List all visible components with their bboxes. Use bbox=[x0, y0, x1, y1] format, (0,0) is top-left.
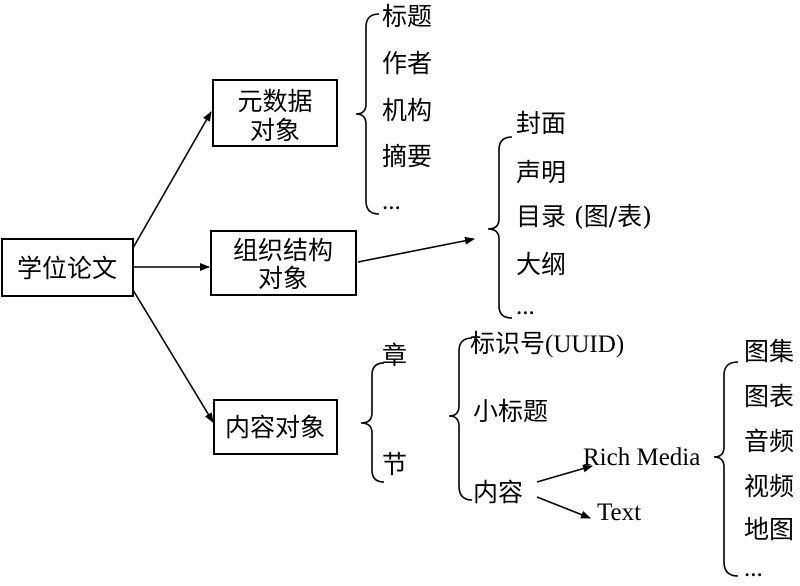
metadata-label-line1: 元数据 bbox=[237, 87, 312, 116]
structure-label-line2: 对象 bbox=[258, 264, 308, 293]
rich-media-brace bbox=[713, 361, 739, 577]
content-type-rich-media: Rich Media bbox=[583, 444, 700, 471]
metadata-item: 标题 bbox=[382, 2, 432, 31]
content-units-brace bbox=[360, 362, 385, 483]
structure-item: ... bbox=[516, 293, 535, 320]
arrow-content-to-text bbox=[536, 496, 591, 519]
content-field: 内容 bbox=[473, 478, 523, 507]
structure-brace bbox=[487, 136, 513, 319]
content-unit: 章 bbox=[382, 341, 407, 370]
rich-media-item: 图集 bbox=[744, 337, 794, 366]
root-label: 学位论文 bbox=[17, 254, 117, 283]
content-field: 标识号(UUID) bbox=[470, 330, 624, 358]
structure-item: 声明 bbox=[516, 158, 566, 187]
content-label: 内容对象 bbox=[225, 413, 325, 442]
rich-media-item: 视频 bbox=[744, 472, 794, 501]
rich-media-item: 图表 bbox=[744, 382, 794, 411]
structure-item: 封面 bbox=[516, 109, 566, 138]
content-field: 小标题 bbox=[473, 397, 548, 426]
arrow-root-to-content bbox=[132, 289, 214, 423]
structure-label-line1: 组织结构 bbox=[233, 236, 333, 265]
content-unit: 节 bbox=[382, 450, 407, 479]
metadata-box bbox=[212, 79, 338, 147]
content-type-text: Text bbox=[597, 499, 641, 526]
root-box bbox=[1, 238, 134, 297]
metadata-label-line2: 对象 bbox=[250, 116, 300, 145]
metadata-item: 摘要 bbox=[382, 142, 432, 171]
structure-item: 目录 (图/表) bbox=[516, 202, 652, 231]
content-box bbox=[213, 399, 338, 455]
arrow-root-to-metadata bbox=[132, 111, 212, 249]
arrow-content-to-rich-media bbox=[536, 464, 593, 483]
arrow-structure-to-items bbox=[357, 236, 475, 263]
metadata-item: ... bbox=[382, 188, 401, 215]
rich-media-item: ... bbox=[744, 555, 763, 582]
metadata-item: 机构 bbox=[382, 96, 432, 125]
structure-box bbox=[210, 230, 357, 296]
rich-media-item: 音频 bbox=[744, 427, 794, 456]
rich-media-item: 地图 bbox=[744, 515, 794, 544]
metadata-item: 作者 bbox=[382, 49, 432, 78]
structure-item: 大纲 bbox=[516, 250, 566, 279]
content-fields-brace bbox=[448, 337, 473, 501]
metadata-brace bbox=[355, 13, 380, 215]
